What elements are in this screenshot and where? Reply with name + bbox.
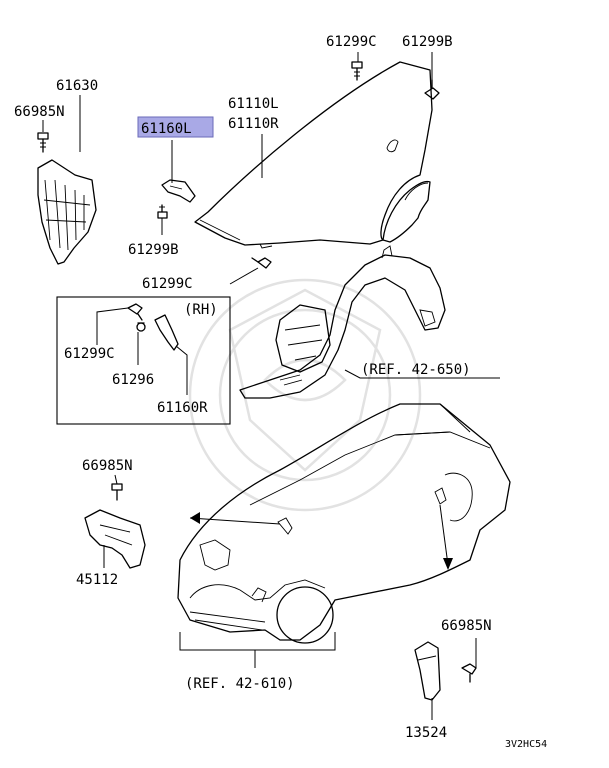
bracket-61160l[interactable] (161, 179, 196, 203)
label-66985n-a: 66985N (14, 104, 65, 120)
label-ref-42-610: (REF. 42-610) (185, 676, 295, 692)
bolt-61299b-mid[interactable] (157, 204, 168, 219)
bolt-66985n-b[interactable] (111, 483, 123, 501)
bolt-61299c-mid[interactable] (251, 257, 272, 269)
part-13524[interactable] (414, 641, 441, 701)
label-61299b-top: 61299B (402, 34, 453, 50)
inner-fender-liner[interactable] (239, 245, 446, 399)
diagram-code: 3V2HC54 (505, 739, 547, 750)
label-61160r: 61160R (157, 400, 208, 416)
label-66985n-c: 66985N (441, 618, 492, 634)
label-rh: (RH) (184, 302, 218, 318)
label-61110r: 61110R (228, 116, 279, 132)
splash-shield-61630[interactable] (37, 159, 97, 265)
leader-lines (42, 52, 500, 720)
label-61630: 61630 (56, 78, 98, 94)
bolt-66985n-c[interactable] (461, 663, 477, 683)
labels: 61630 66985N 61160L 61110L 61110R 61299C… (14, 34, 547, 750)
label-ref-42-650: (REF. 42-650) (361, 362, 471, 378)
bolt-61299c-top[interactable] (351, 61, 363, 81)
label-61299c-mid: 61299C (142, 276, 193, 292)
label-61299c-box: 61299C (64, 346, 115, 362)
bolt-66985n-a[interactable] (37, 132, 49, 153)
fender-panel[interactable] (194, 61, 433, 249)
bracket-61160r[interactable] (154, 314, 179, 351)
label-66985n-b: 66985N (82, 458, 133, 474)
bolt-61299b-top[interactable] (424, 79, 440, 100)
rh-inset-box (56, 296, 231, 425)
label-61160l: 61160L (141, 121, 192, 137)
car-body[interactable] (177, 403, 511, 644)
bolt-61299c-box[interactable] (127, 303, 143, 321)
splash-shield-45112[interactable] (84, 509, 146, 569)
watermark-emblem (188, 278, 422, 512)
highlight-61160l (137, 116, 214, 138)
label-13524: 13524 (405, 725, 447, 741)
label-61110l: 61110L (228, 96, 279, 112)
clip-61296[interactable] (136, 322, 146, 332)
label-61296: 61296 (112, 372, 154, 388)
label-45112: 45112 (76, 572, 118, 588)
label-61299b-mid: 61299B (128, 242, 179, 258)
label-61299c-top: 61299C (326, 34, 377, 50)
